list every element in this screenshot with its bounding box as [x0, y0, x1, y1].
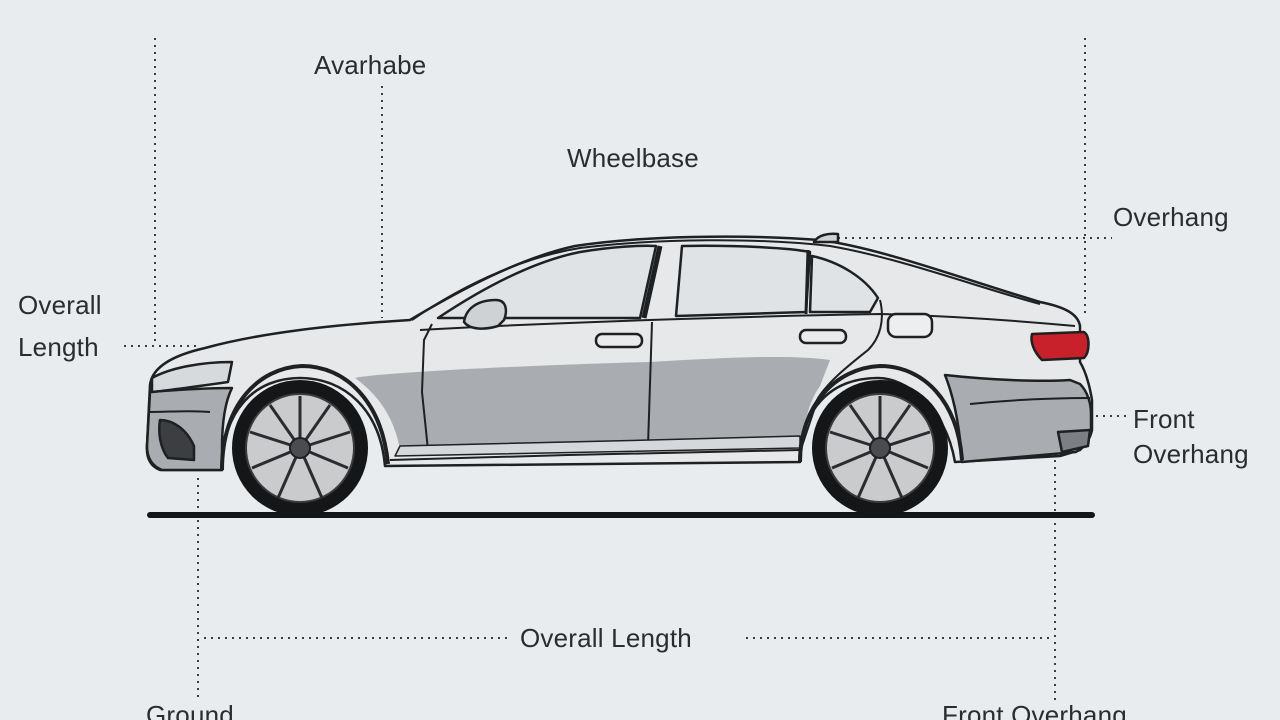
car-body [145, 232, 1094, 472]
quarter-window [808, 254, 880, 314]
front-bumper-line [147, 410, 211, 413]
label-top-left: Avarhabe [314, 50, 427, 80]
front-door-handle [594, 332, 644, 349]
label-ground: Ground [146, 700, 234, 720]
fuel-cap [886, 312, 934, 339]
front-door-outline [421, 323, 433, 451]
headlight [150, 360, 234, 394]
label-front-overhang-right: Front Overhang [1133, 402, 1249, 472]
label-overall-length-bottom: Overall Length [520, 623, 692, 653]
label-wheelbase: Wheelbase [567, 143, 699, 173]
label-overall-length-left: Overall Length [18, 284, 102, 368]
rear-door-outline [801, 299, 883, 447]
front-wheel [232, 380, 368, 516]
roof-trim [411, 239, 1041, 321]
c-pillar-line [804, 249, 810, 315]
label-front-overhang-right-line1: Front [1133, 404, 1195, 434]
rear-wheel-arch [798, 364, 964, 463]
car-lower-panel [355, 356, 830, 450]
rear-bumper-line [969, 397, 1091, 405]
label-overall-length-left-line2: Length [18, 332, 99, 362]
rear-window [674, 244, 812, 318]
label-front-overhang-bottom: Front Overhang [942, 700, 1127, 720]
rear-wheel [812, 380, 948, 516]
label-overall-length-left-line1: Overall [18, 290, 102, 320]
rear-door-handle [798, 328, 848, 345]
side-mirror [462, 298, 508, 330]
roof-antenna [812, 232, 840, 244]
tail-light [1030, 330, 1090, 362]
door-divider [647, 321, 653, 447]
rear-diffuser [1056, 428, 1092, 454]
label-overhang-top-right: Overhang [1113, 202, 1229, 232]
label-front-overhang-right-line2: Overhang [1133, 439, 1249, 469]
front-grille [158, 418, 196, 462]
sill-line [389, 449, 801, 461]
front-wheel-arch [220, 364, 390, 471]
belt-line [419, 313, 1076, 331]
b-pillar [641, 245, 663, 319]
